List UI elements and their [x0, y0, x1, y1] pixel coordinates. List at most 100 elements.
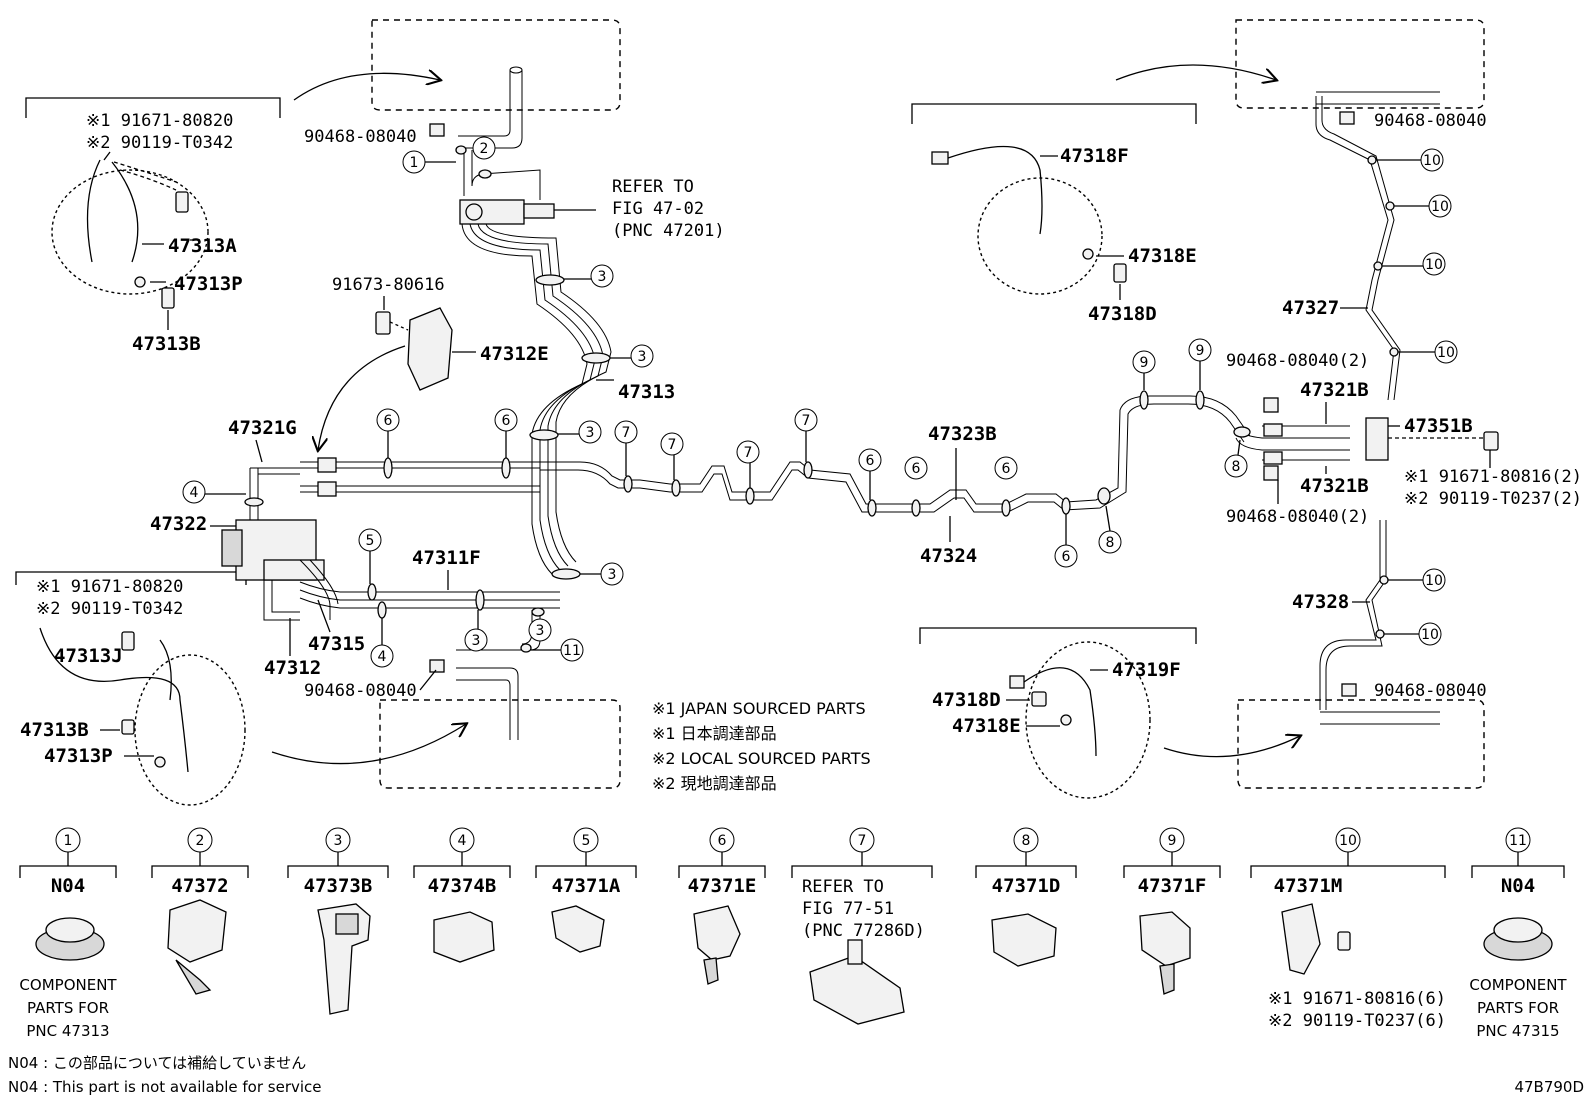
callout-1: 1 [402, 150, 456, 174]
callout-8b: 8 [1224, 439, 1248, 478]
detail-box-top-right [1115, 19, 1485, 109]
legend-bracket [151, 865, 249, 878]
callout-10a: 10 [1376, 148, 1444, 172]
sourcing-notes: ※1 JAPAN SOURCED PARTS ※1 日本調達部品 ※2 LOCA… [652, 699, 871, 793]
bracket-47312E [318, 307, 453, 450]
legend-desc-line: ※1 91671-80816(6) [1268, 989, 1446, 1009]
legend-part-label: 47371E [688, 875, 757, 897]
callout-10e: 10 [1388, 568, 1446, 592]
detail-box-top-left [293, 19, 621, 149]
legend-callout-number: 2 [196, 833, 205, 849]
legend-item-9: 9 47371F [1123, 827, 1221, 897]
callout-7b: 7 [660, 432, 684, 480]
callout-5: 5 [358, 528, 382, 584]
callout-7c: 7 [736, 440, 760, 488]
legend-callout-number: 6 [718, 833, 727, 849]
label-90468a: 90468-08040 [304, 127, 417, 147]
label-47318D-2: 47318D [932, 689, 1001, 711]
legend-desc-line: REFER TO [802, 877, 884, 897]
refer-l3: (PNC 47201) [612, 221, 725, 241]
svg-text:9: 9 [1140, 355, 1149, 371]
legend-bracket [975, 865, 1077, 878]
legend-desc-line: PARTS FOR [27, 999, 109, 1017]
svg-text:10: 10 [1423, 153, 1441, 169]
svg-text:3: 3 [598, 269, 607, 285]
svg-text:2: 2 [480, 141, 489, 157]
legend-bracket [19, 865, 117, 878]
callout-7d: 7 [794, 408, 818, 462]
label-47321G: 47321G [228, 417, 297, 439]
svg-text:4: 4 [378, 649, 387, 665]
diagram-code: 47B790D [1514, 1078, 1584, 1096]
svg-text:7: 7 [668, 437, 677, 453]
callout-6b: 6 [494, 408, 518, 458]
svg-text:3: 3 [608, 567, 617, 583]
refer-l1: REFER TO [612, 177, 694, 197]
svg-text:6: 6 [502, 413, 511, 429]
brake-tube-47327 [1315, 96, 1401, 401]
callout-6c: 6 [858, 448, 882, 500]
svg-text:3: 3 [536, 623, 545, 639]
label-47328: 47328 [1292, 591, 1349, 613]
svg-text:8: 8 [1106, 535, 1115, 551]
footer-note-jp: N04 : この部品については補給していません [8, 1054, 306, 1072]
label-47313: 47313 [618, 381, 675, 403]
legend-part-label: N04 [1501, 875, 1535, 897]
footer: N04 : この部品については補給していません N04 : This part … [8, 1054, 1584, 1096]
svg-text:6: 6 [1002, 461, 1011, 477]
label-47322: 47322 [150, 513, 207, 535]
label-47313B: 47313B [132, 333, 201, 355]
label-47312E: 47312E [480, 343, 549, 365]
svg-text:10: 10 [1437, 345, 1455, 361]
callout-3b: 3 [610, 344, 654, 368]
note-local-sourced-jp: ※2 現地調達部品 [652, 774, 777, 793]
legend-desc-line: ※2 90119-T0237(6) [1268, 1011, 1446, 1031]
callout-3a: 3 [564, 264, 614, 288]
legend-callout-number: 9 [1168, 833, 1177, 849]
svg-text:11: 11 [563, 643, 581, 659]
legend-desc-line: (PNC 77286D) [802, 921, 925, 941]
label-47313B-2: 47313B [20, 719, 89, 741]
legend-bracket [1250, 865, 1446, 878]
label-47311F: 47311F [412, 547, 481, 569]
legend-desc-line: COMPONENT [19, 976, 117, 994]
callout-3d: 3 [580, 562, 624, 586]
legend-part-label: N04 [51, 875, 85, 897]
legend-callout-number: 7 [858, 833, 867, 849]
ref-bot-l1: ※1 91671-80820 [36, 577, 183, 597]
svg-text:3: 3 [638, 349, 647, 365]
label-47319F: 47319F [1112, 659, 1181, 681]
label-47313A: 47313A [168, 235, 237, 257]
legend-desc-line: PNC 47315 [1476, 1022, 1559, 1040]
legend-part-label: 47372 [171, 875, 228, 897]
callout-10d: 10 [1398, 340, 1458, 364]
callout-6a: 6 [376, 408, 400, 458]
svg-text:10: 10 [1431, 199, 1449, 215]
legend-part-label: 47371F [1138, 875, 1207, 897]
legend-callout-number: 4 [458, 833, 467, 849]
legend-part-label: 47371A [552, 875, 621, 897]
legend-bracket [535, 865, 637, 878]
svg-text:3: 3 [586, 425, 595, 441]
callout-2: 2 [472, 136, 496, 160]
label-47313P-2: 47313P [44, 745, 113, 767]
label-47312: 47312 [264, 657, 321, 679]
legend-bracket [1123, 865, 1221, 878]
footer-note-en: N04 : This part is not available for ser… [8, 1078, 322, 1096]
legend-part-label: 47373B [304, 875, 373, 897]
callout-circles: 1 2 3 3 3 3 3 3 4 4 5 6 6 6 6 6 6 7 7 7 … [182, 136, 1458, 668]
note-local-sourced: ※2 LOCAL SOURCED PARTS [652, 749, 871, 768]
ref-bot-l2: ※2 90119-T0342 [36, 599, 183, 619]
svg-text:6: 6 [866, 453, 875, 469]
legend-bracket [413, 865, 511, 878]
callout-6f: 6 [1054, 514, 1078, 568]
callout-8a: 8 [1098, 505, 1122, 554]
legend-bracket [287, 865, 389, 878]
legend-callout-number: 8 [1022, 833, 1031, 849]
callout-10c: 10 [1382, 252, 1446, 276]
legend-desc-line: PARTS FOR [1477, 999, 1559, 1017]
legend-illustrations [35, 899, 1553, 1025]
